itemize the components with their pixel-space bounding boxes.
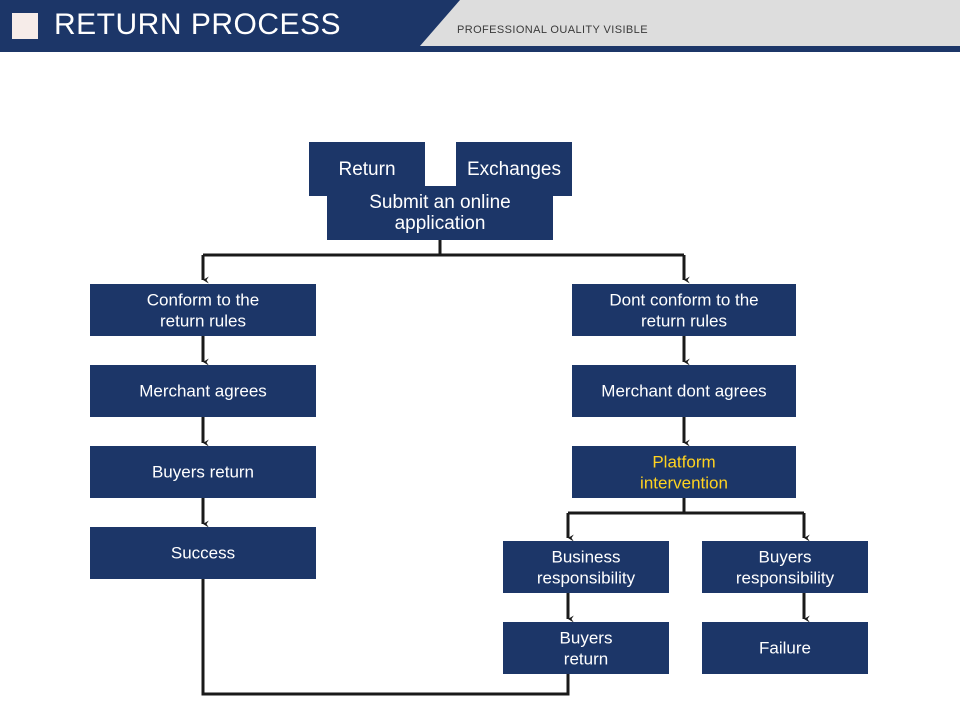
square-logo-icon	[12, 13, 38, 39]
node-success[interactable]: Success	[90, 527, 316, 579]
node-submit-line2: application	[395, 213, 486, 234]
header-navy-panel	[0, 0, 460, 46]
node-business-resp-line1: Business	[552, 547, 621, 566]
flowchart-canvas: Return Exchanges Submit an online applic…	[0, 52, 960, 720]
page-title: RETURN PROCESS	[54, 8, 342, 41]
node-failure-label: Failure	[759, 638, 811, 657]
node-dont-conform-line1: Dont conform to the	[609, 290, 758, 309]
node-success-label: Success	[171, 543, 235, 562]
node-dont-conform[interactable]: Dont conform to the return rules	[572, 284, 796, 336]
flowchart-svg: Return Exchanges Submit an online applic…	[90, 142, 868, 696]
node-buyers-resp-line2: responsibility	[736, 568, 835, 587]
edge-buyers-return-to-success-loop	[197, 565, 570, 696]
node-buyers-return-left-label: Buyers return	[152, 462, 254, 481]
node-buyers-resp-line1: Buyers	[759, 547, 812, 566]
node-conform-line1: Conform to the	[147, 290, 259, 309]
node-submit-application[interactable]: Submit an online application	[327, 186, 553, 240]
node-failure[interactable]: Failure	[702, 622, 868, 674]
node-buyers-return-left[interactable]: Buyers return	[90, 446, 316, 498]
node-business-resp-line2: responsibility	[537, 568, 636, 587]
node-business-responsibility[interactable]: Business responsibility	[503, 541, 669, 593]
node-conform-line2: return rules	[160, 311, 246, 330]
node-conform[interactable]: Conform to the return rules	[90, 284, 316, 336]
header-banner: RETURN PROCESS PROFESSIONAL OUALITY VISI…	[0, 0, 960, 52]
node-return-label: Return	[338, 159, 395, 180]
node-merchant-agrees[interactable]: Merchant agrees	[90, 365, 316, 417]
edge-submit-split	[201, 240, 690, 284]
node-exchanges-label: Exchanges	[467, 159, 561, 180]
node-merchant-dont-agrees[interactable]: Merchant dont agrees	[572, 365, 796, 417]
node-buyers-return-right-line2: return	[564, 649, 608, 668]
node-merchant-agrees-label: Merchant agrees	[139, 381, 267, 400]
node-submit-line1: Submit an online	[369, 192, 511, 213]
node-buyers-return-right[interactable]: Buyers return	[503, 622, 669, 674]
node-platform-line1: Platform	[652, 452, 715, 471]
node-dont-conform-line2: return rules	[641, 311, 727, 330]
header-subtitle: PROFESSIONAL OUALITY VISIBLE	[457, 24, 648, 36]
node-buyers-responsibility[interactable]: Buyers responsibility	[702, 541, 868, 593]
node-platform-intervention[interactable]: Platform intervention	[572, 446, 796, 498]
node-buyers-return-right-line1: Buyers	[560, 628, 613, 647]
node-platform-line2: intervention	[640, 473, 728, 492]
header-bottom-strip	[0, 46, 960, 52]
node-merchant-dont-agrees-label: Merchant dont agrees	[601, 381, 766, 400]
edge-platform-split	[566, 498, 810, 542]
